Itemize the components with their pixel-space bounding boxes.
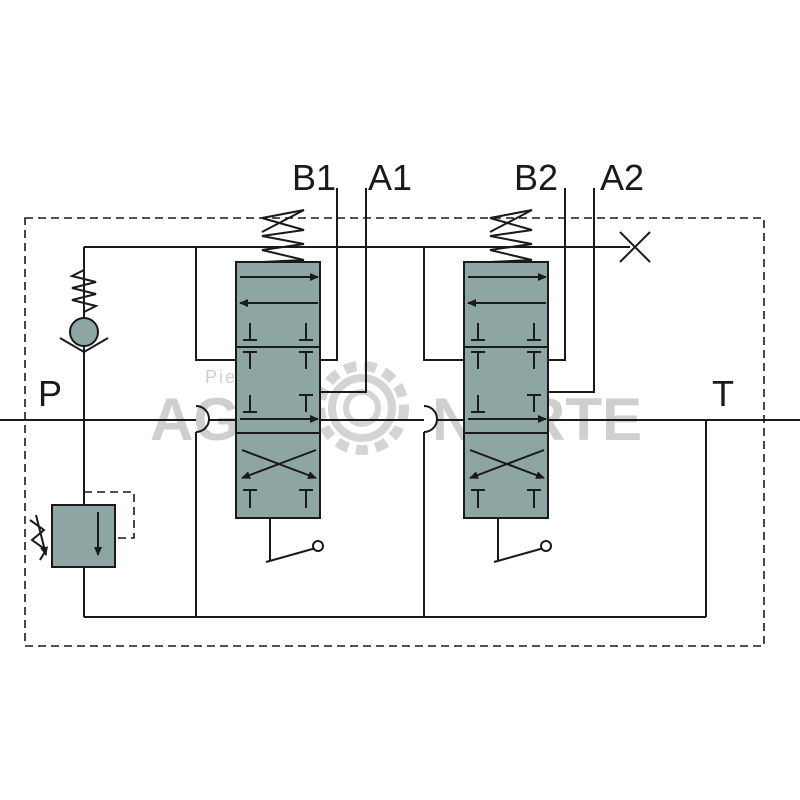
port-label-p: P [38,373,62,414]
valve-section-2 [423,188,595,617]
spring-2 [489,209,533,263]
port-label-b1: B1 [292,157,336,198]
valve-section-1 [195,188,367,617]
watermark: Piese AGRI NORTE [150,361,642,455]
check-valve [59,269,109,354]
port-label-a2: A2 [600,157,644,198]
gear-icon [315,361,409,455]
relief-valve [29,491,135,568]
port-label-b2: B2 [514,157,558,198]
port-label-t: T [712,373,734,414]
valve-body-boundary [24,217,765,647]
plug-x-icon [619,231,651,263]
spring-1 [261,209,305,263]
port-label-a1: A1 [368,157,412,198]
